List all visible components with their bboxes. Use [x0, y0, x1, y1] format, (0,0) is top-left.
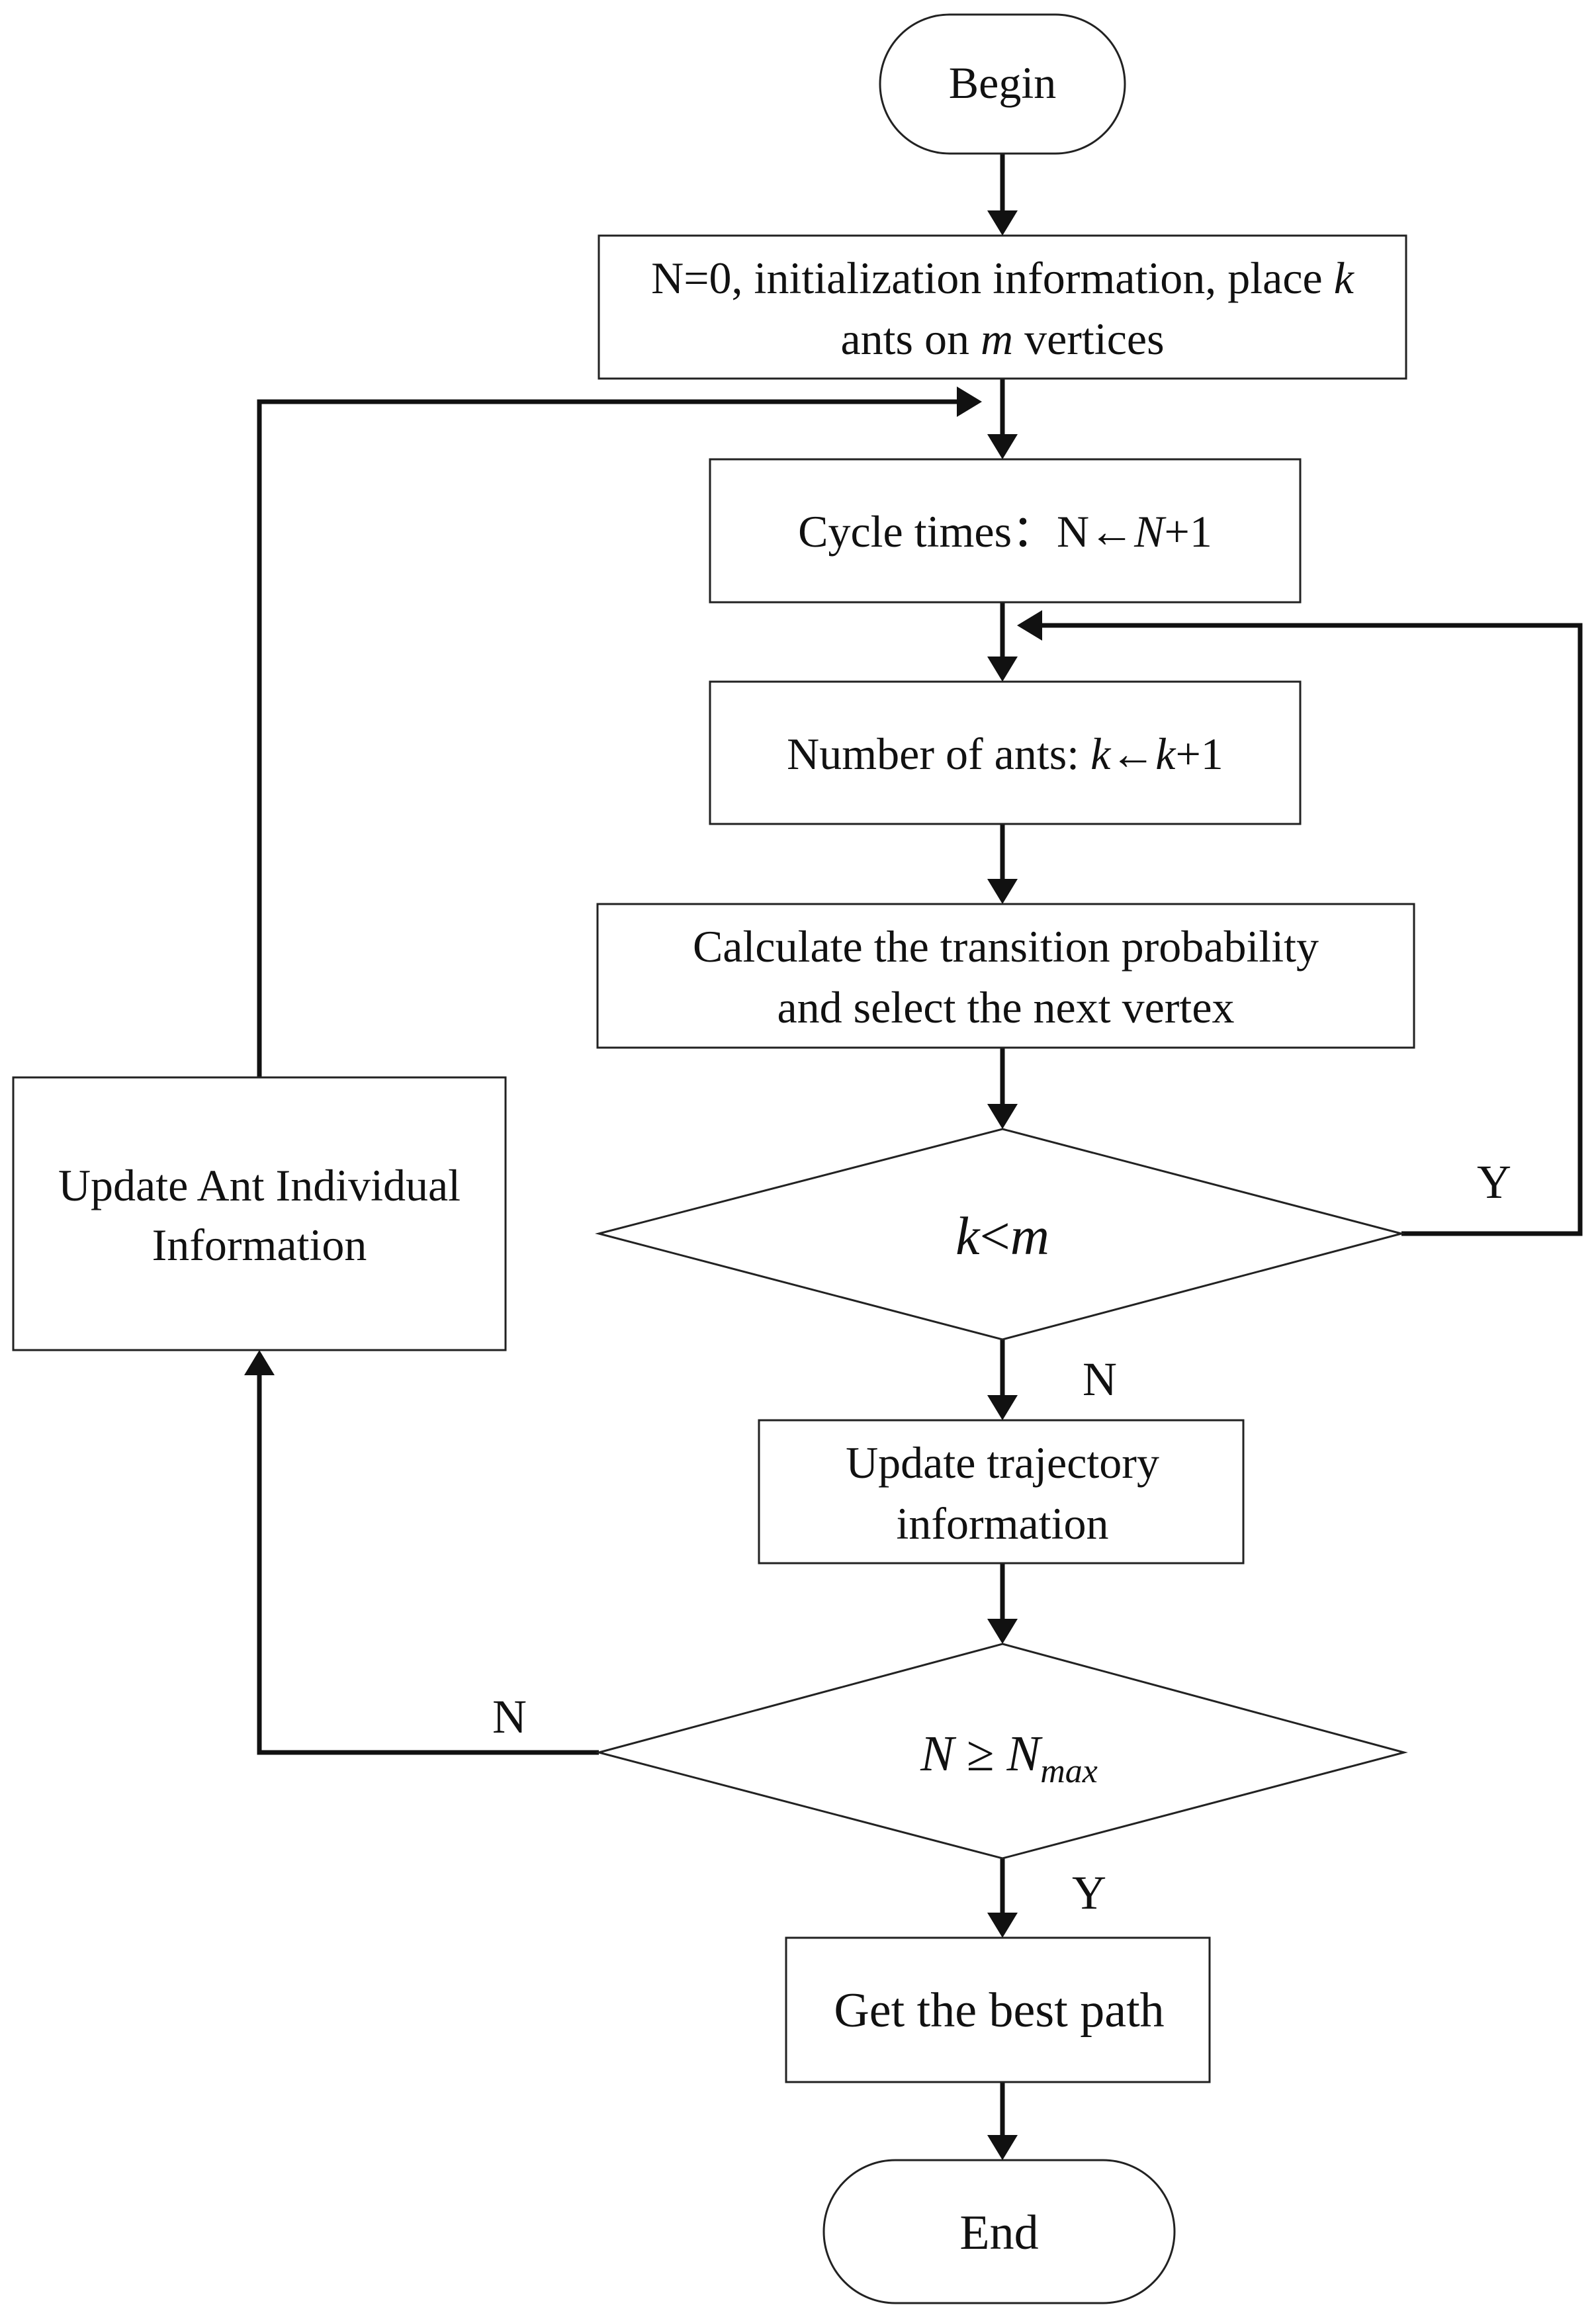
- init-text-line2: ants on m vertices: [840, 314, 1164, 364]
- calc-text-line1: Calculate the transition probability: [693, 921, 1319, 972]
- arrowhead: [987, 210, 1018, 236]
- edge-decision-n-no: [257, 1375, 599, 1755]
- update-ant-line1: Update Ant Individual: [58, 1160, 461, 1210]
- label-k-yes: Y: [1477, 1156, 1511, 1208]
- init-text-line1: N=0, initialization information, place k: [651, 253, 1355, 303]
- arrowhead: [987, 657, 1018, 682]
- arrowhead: [244, 1350, 275, 1375]
- edge-k-yes-loop: [1042, 623, 1583, 1236]
- arrowhead: [987, 879, 1018, 904]
- decision-k-text: k<m: [955, 1206, 1049, 1266]
- arrowhead: [987, 1619, 1018, 1644]
- begin-terminal: [879, 13, 1126, 155]
- calc-text-line2: and select the next vertex: [777, 982, 1234, 1032]
- arrowhead: [987, 1913, 1018, 1938]
- arrowhead: [987, 1395, 1018, 1420]
- best-path-process: [785, 1936, 1211, 2083]
- ants-text: Number of ants: k←k+1: [787, 729, 1223, 779]
- arrowhead: [987, 2135, 1018, 2160]
- label-n-yes: Y: [1072, 1866, 1106, 1919]
- arrowhead: [957, 386, 982, 417]
- begin-label: Begin: [949, 58, 1056, 108]
- arrowhead: [987, 1104, 1018, 1129]
- update-trajectory-line2: information: [896, 1498, 1108, 1549]
- update-trajectory-line1: Update trajectory: [846, 1437, 1159, 1488]
- decision-n-diamond: [595, 1643, 1408, 1860]
- edge-update-ant-to-cycle: [257, 399, 957, 1077]
- update-trajectory-process: [758, 1419, 1245, 1565]
- label-k-no: N: [1083, 1353, 1117, 1406]
- cycle-text: Cycle times：N←N+1: [798, 506, 1212, 557]
- label-n-no: N: [492, 1690, 527, 1743]
- cycle-process: [709, 458, 1302, 604]
- end-terminal: [822, 2159, 1176, 2304]
- arrowhead: [987, 434, 1018, 459]
- arrowhead: [1017, 610, 1042, 641]
- decision-k-diamond: [595, 1128, 1405, 1341]
- update-ant-process: [12, 1076, 507, 1351]
- init-process: [598, 234, 1407, 380]
- best-path-label: Get the best path: [834, 1983, 1164, 2038]
- update-ant-line2: Information: [152, 1220, 367, 1270]
- end-label: End: [959, 2206, 1038, 2260]
- calc-process: [596, 903, 1415, 1049]
- decision-n-text: N ≥ Nmax: [920, 1726, 1098, 1790]
- ants-process: [709, 680, 1302, 825]
